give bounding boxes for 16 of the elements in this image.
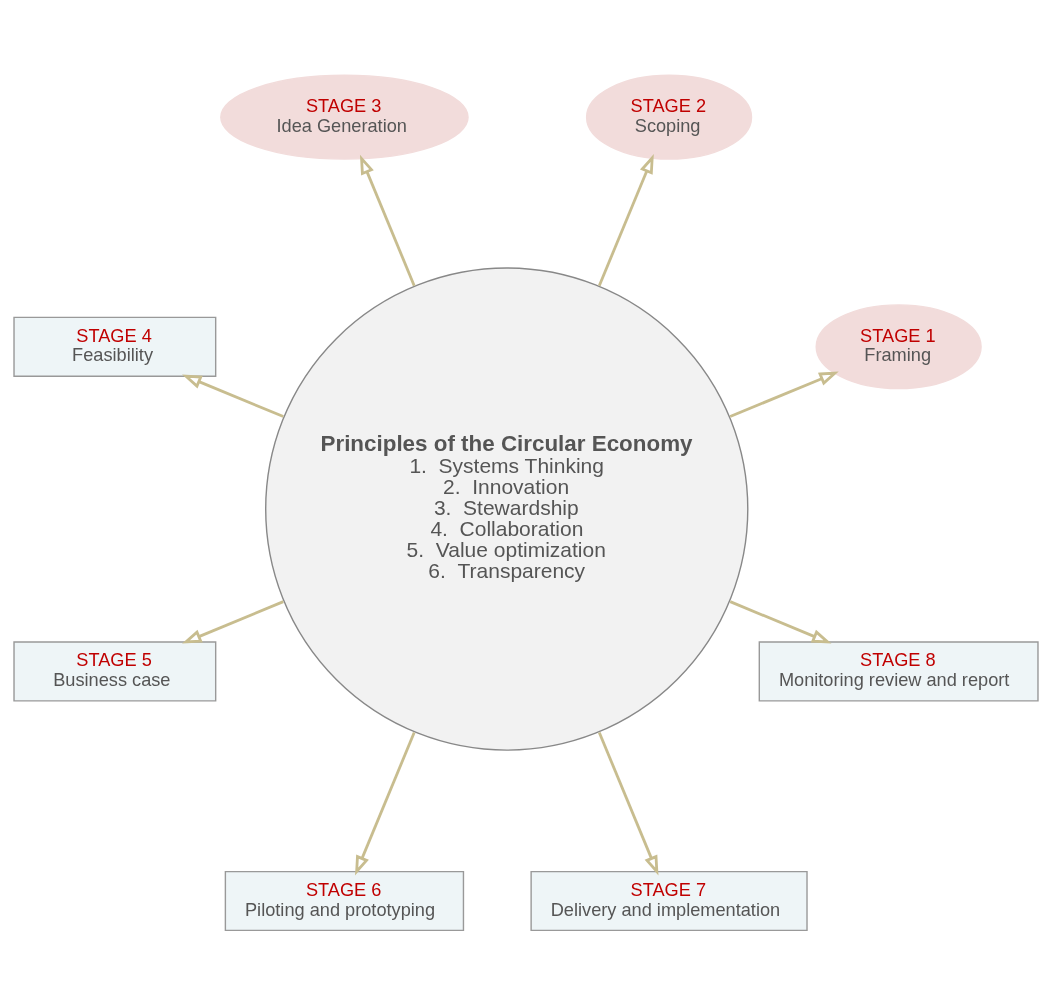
arrow	[598, 153, 654, 286]
arrow	[729, 599, 832, 644]
arrow	[182, 374, 284, 418]
node-ellipse: STAGE 3 Idea Generation	[220, 74, 469, 160]
node-box: STAGE 5 Business case	[13, 640, 217, 702]
node-box: STAGE 6 Piloting and prototyping	[224, 870, 465, 931]
arrow	[355, 731, 416, 875]
node-box: STAGE 4 Feasibility	[13, 316, 217, 377]
arrow	[598, 731, 659, 875]
arrow	[182, 599, 284, 644]
arrow	[729, 371, 839, 418]
node-ellipse: STAGE 2 Scoping	[585, 74, 753, 160]
node-circle: Principles of the Circular Economy 1. Systems Thinking 2. Innovation 3. Stewardship 4. Collaboration 5. Value optimization 6. Transparency	[265, 266, 749, 751]
arrow	[359, 154, 416, 286]
node-box: STAGE 8 Monitoring review and report	[758, 640, 1039, 702]
node-box: STAGE 7 Delivery and implementation	[530, 870, 808, 931]
